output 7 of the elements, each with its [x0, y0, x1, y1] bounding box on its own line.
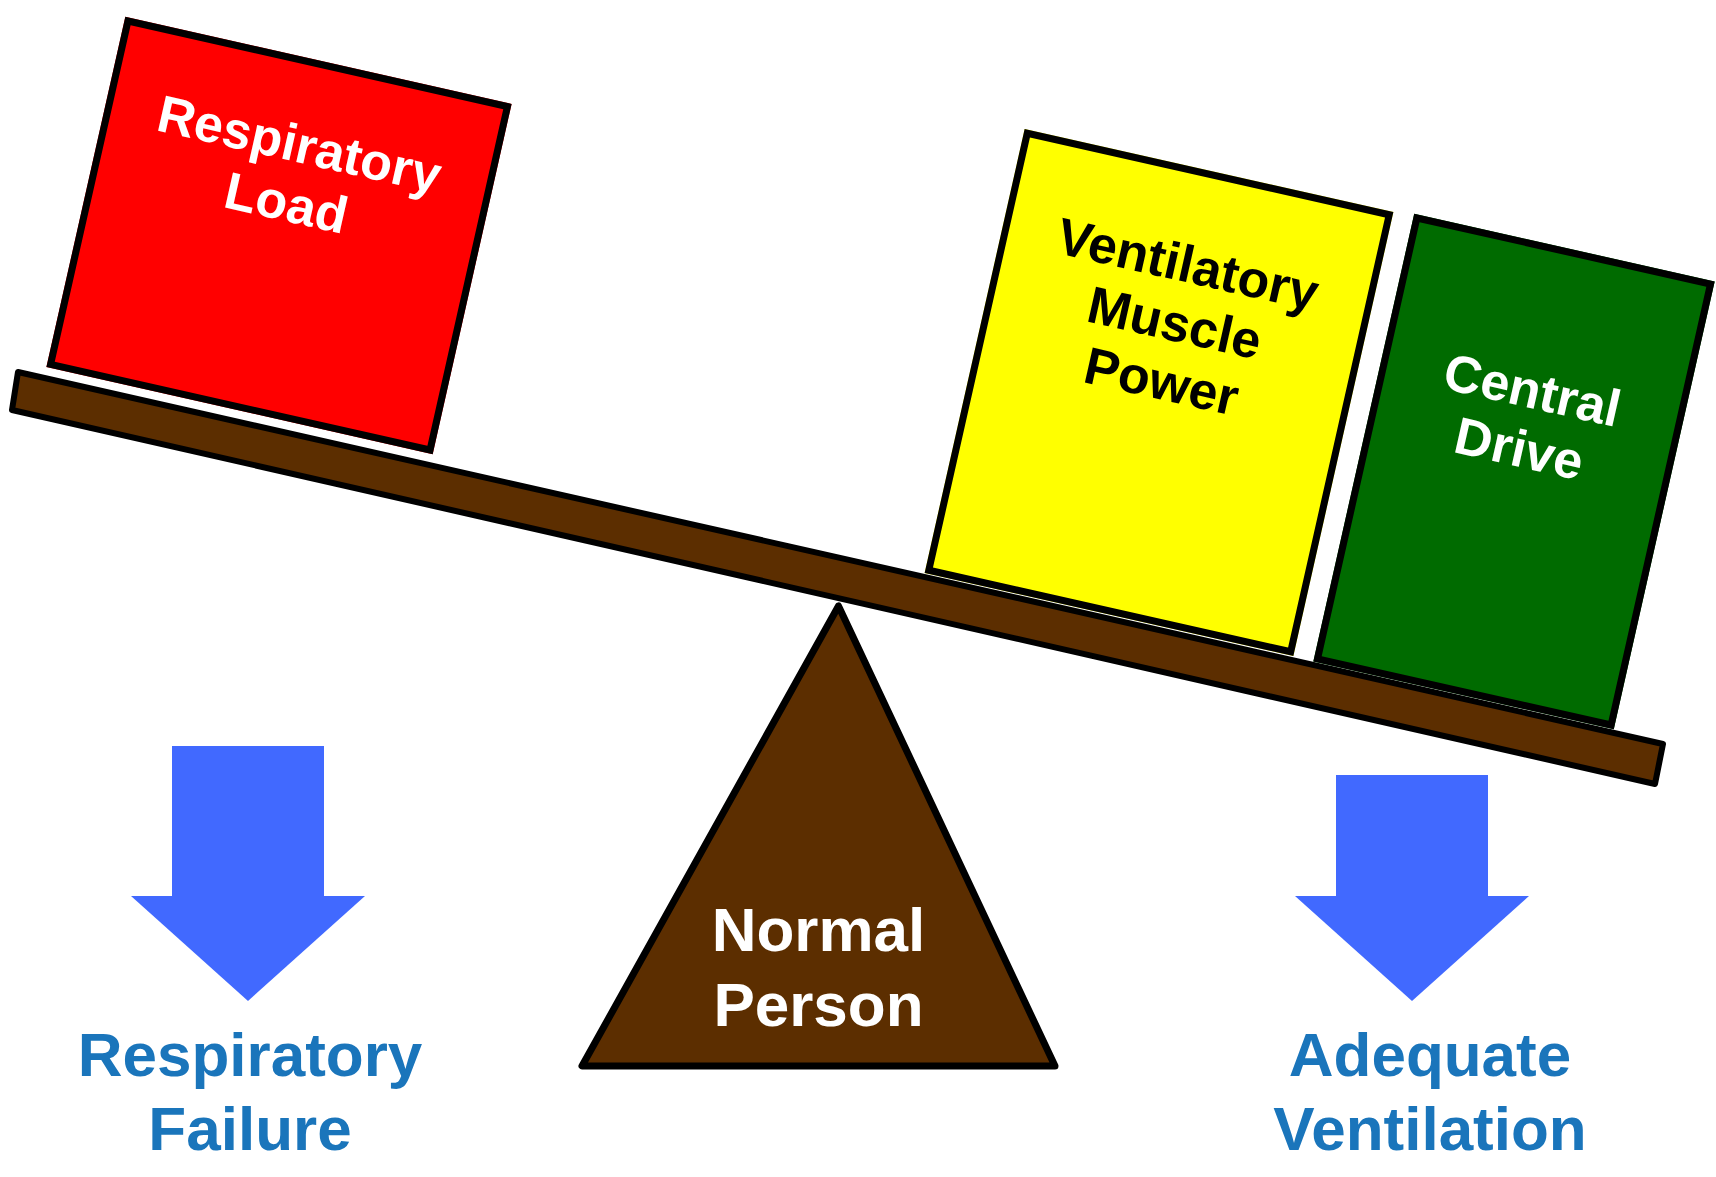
down-arrow — [1295, 775, 1529, 1001]
outcome-label: Respiratory Failure — [40, 1018, 460, 1167]
fulcrum-triangle — [578, 602, 1059, 1070]
fulcrum-label: Normal Person — [710, 894, 927, 1041]
down-arrow — [131, 746, 365, 1001]
block-label: Central Drive — [1437, 340, 1628, 493]
outcome-label: Adequate Ventilation — [1215, 1018, 1645, 1167]
